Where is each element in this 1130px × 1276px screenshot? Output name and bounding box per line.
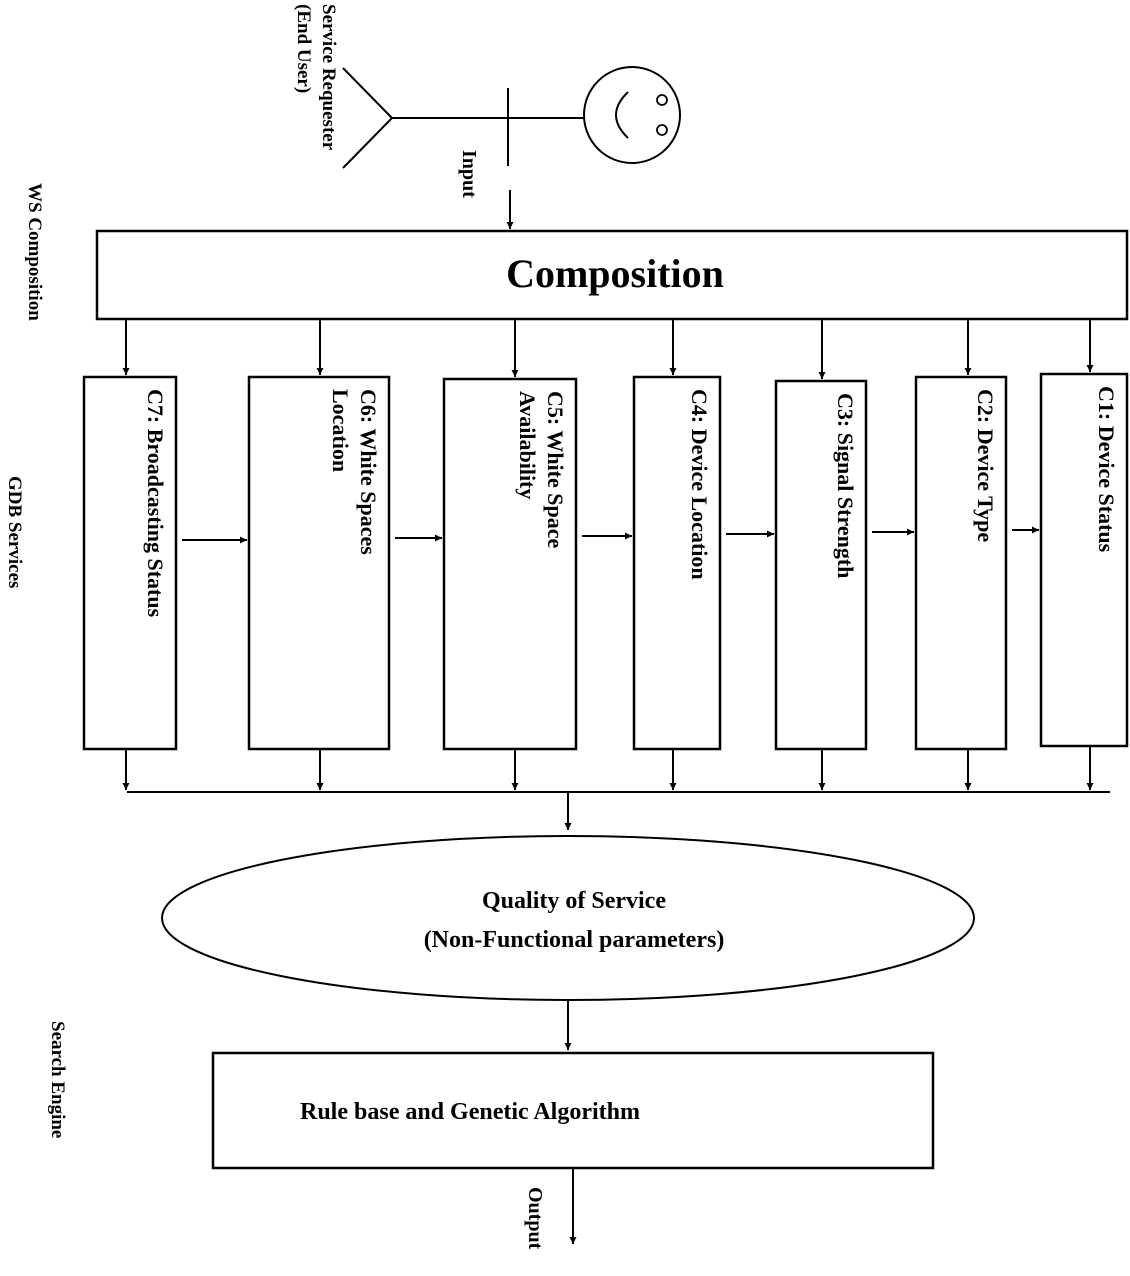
service-label: Availability	[515, 391, 540, 499]
service-label: C1: Device Status	[1094, 386, 1119, 553]
service-label: Location	[328, 389, 353, 472]
service-c7: C7: Broadcasting Status	[82, 319, 247, 790]
output-label: Output	[524, 1187, 546, 1250]
service-box	[247, 375, 391, 751]
composition-box	[95, 229, 1129, 321]
service-c1: C1: Device Status	[1039, 319, 1129, 790]
engine-box	[211, 1051, 935, 1170]
actor-eye-top	[656, 94, 668, 106]
service-c3: C3: Signal Strength	[774, 319, 914, 790]
gdb-services-group: C7: Broadcasting Status C6: White SpacesL…	[82, 319, 1129, 790]
engine-label: Rule base and Genetic Algorithm	[300, 1099, 640, 1125]
service-label: C6: White Spaces	[356, 389, 381, 555]
service-box	[914, 375, 1008, 751]
actor-label-line1: Service Requester	[318, 4, 339, 151]
service-box	[442, 377, 578, 751]
qos-line2: (Non-Functional parameters)	[424, 927, 725, 953]
service-label: C5: White Space	[543, 391, 568, 548]
input-label: Input	[458, 150, 480, 198]
composition-title: Composition	[506, 251, 724, 296]
actor-label-group: Service Requester (End User)	[293, 4, 339, 151]
actor-smile	[615, 91, 629, 139]
side-label-gdb-services: GDB Services	[4, 476, 25, 588]
actor-leg-upper	[342, 67, 393, 119]
actor-eye-bottom	[656, 124, 668, 136]
service-label: C7: Broadcasting Status	[143, 389, 168, 618]
side-label-ws-composition: WS Composition	[24, 183, 45, 321]
service-c4: C4: Device Location	[632, 319, 774, 790]
qos-line1: Quality of Service	[482, 888, 666, 914]
service-label: C4: Device Location	[687, 389, 712, 580]
service-box	[1039, 372, 1129, 748]
service-box	[774, 379, 868, 751]
actor-head	[583, 66, 681, 164]
service-requester-actor	[342, 66, 681, 169]
service-c2: C2: Device Type	[914, 319, 1039, 790]
service-box	[82, 375, 178, 751]
service-box	[632, 375, 722, 751]
actor-leg-lower	[342, 117, 393, 169]
actor-label-line2: (End User)	[293, 4, 314, 93]
service-label: C3: Signal Strength	[833, 393, 858, 578]
side-label-search-engine: Search Engine	[47, 1021, 68, 1138]
qos-ellipse	[161, 835, 975, 1001]
service-label: C2: Device Type	[973, 389, 998, 542]
